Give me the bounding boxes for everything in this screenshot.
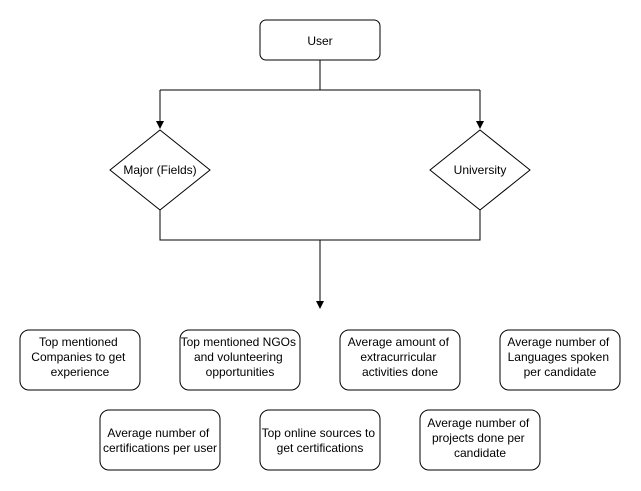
decision-major-line: Major (Fields) xyxy=(123,163,196,177)
output-extracurricular-line-3: activities done xyxy=(362,365,438,379)
output-extracurricular-label: Average amount of extracurricular activi… xyxy=(348,335,453,379)
decision-university: University xyxy=(429,129,531,211)
output-certifications-count-line-1: Average number of xyxy=(107,426,210,440)
output-ngos-line-2: and volunteering xyxy=(194,350,283,364)
output-cert-sources-line-1: Top online sources to xyxy=(262,426,376,440)
decision-university-line: University xyxy=(454,163,507,177)
connector-decisions-merge xyxy=(159,210,481,241)
output-extracurricular: Average amount of extracurricular activi… xyxy=(339,329,461,391)
output-projects-label: Average number of projects done per cand… xyxy=(427,416,532,460)
output-ngos-label: Top mentioned NGOs and volunteering oppo… xyxy=(181,335,300,379)
node-user: User xyxy=(259,19,381,61)
output-companies: Top mentioned Companies to get experienc… xyxy=(19,329,141,391)
output-projects-line-1: Average number of xyxy=(427,416,530,430)
output-companies-line-1: Top mentioned xyxy=(39,335,118,349)
output-languages-line-1: Average number of xyxy=(507,335,610,349)
output-cert-sources: Top online sources to get certifications xyxy=(259,409,381,471)
output-ngos: Top mentioned NGOs and volunteering oppo… xyxy=(179,329,301,391)
output-languages-label: Average number of Languages spoken per c… xyxy=(507,335,612,379)
output-certifications-count-label: Average number of certifications per use… xyxy=(103,426,217,455)
output-certifications-count-line-2: certifications per user xyxy=(103,441,217,455)
output-extracurricular-line-1: Average amount of xyxy=(348,335,450,349)
output-ngos-line-3: opportunities xyxy=(206,365,275,379)
output-ngos-line-1: Top mentioned NGOs xyxy=(181,335,296,349)
output-languages-line-3: per candidate xyxy=(524,365,597,379)
output-cert-sources-line-2: get certifications xyxy=(277,441,364,455)
output-languages: Average number of Languages spoken per c… xyxy=(499,329,621,391)
node-user-line: User xyxy=(307,34,332,48)
connector-user-to-decisions xyxy=(160,60,480,91)
connectors xyxy=(156,60,484,309)
output-projects-line-3: candidate xyxy=(454,446,506,460)
output-companies-line-2: Companies to get xyxy=(31,350,126,364)
decision-major-label: Major (Fields) xyxy=(123,163,196,177)
output-extracurricular-line-2: extracurricular xyxy=(360,350,436,364)
decision-major: Major (Fields) xyxy=(109,129,211,211)
decision-university-label: University xyxy=(454,163,507,177)
output-projects-line-2: projects done per xyxy=(432,431,525,445)
output-projects: Average number of projects done per cand… xyxy=(419,409,541,471)
node-user-label: User xyxy=(307,34,332,48)
output-companies-line-3: experience xyxy=(51,365,110,379)
output-cert-sources-label: Top online sources to get certifications xyxy=(262,426,379,455)
output-companies-label: Top mentioned Companies to get experienc… xyxy=(31,335,128,379)
output-languages-line-2: Languages spoken xyxy=(508,350,609,364)
output-certifications-count: Average number of certifications per use… xyxy=(99,409,221,471)
